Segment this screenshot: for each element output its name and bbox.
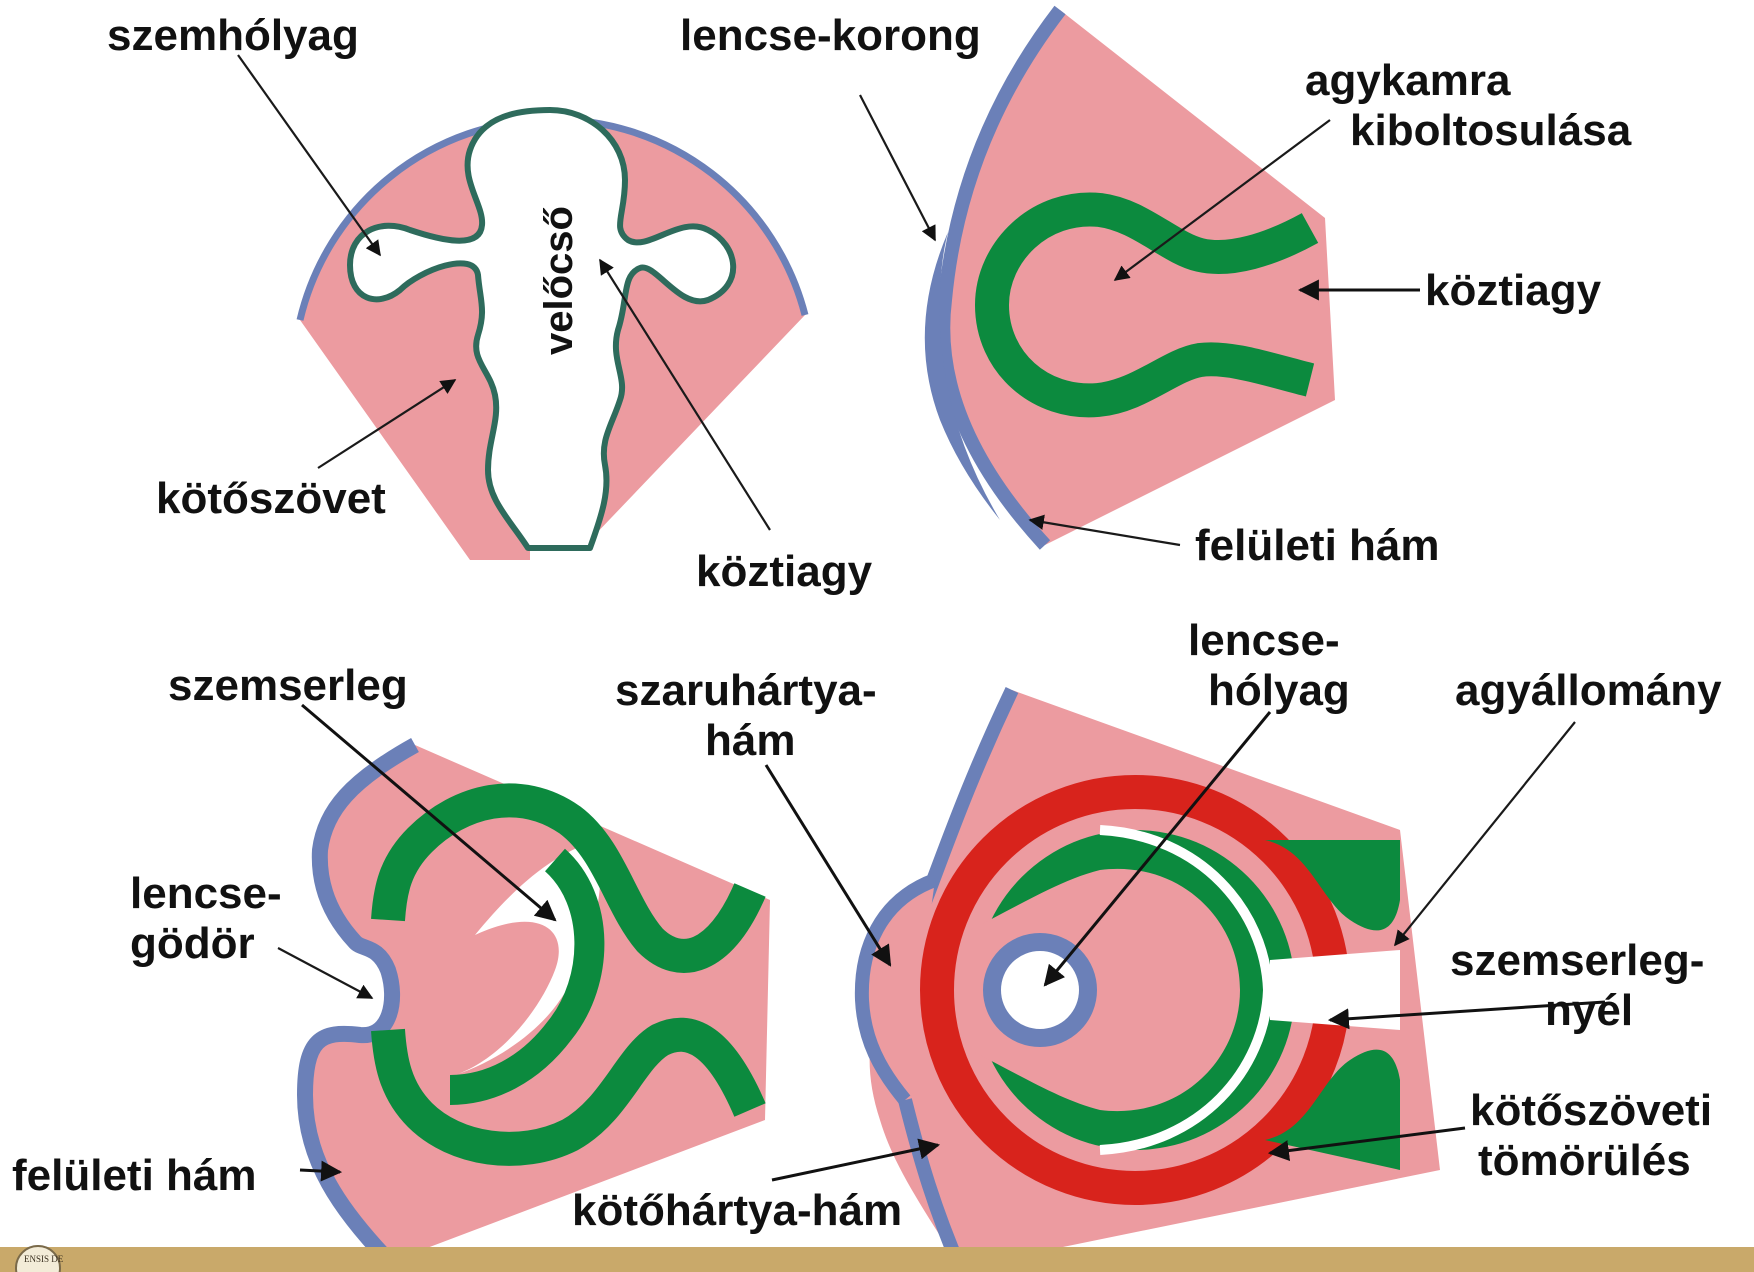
label-kotoszovet: kötőszövet <box>156 474 386 523</box>
footer-band: ENSIS DE <box>0 1246 1754 1272</box>
label-lencse-korong: lencse-korong <box>680 11 981 60</box>
label-szaruhartya-1: szaruhártya- <box>615 666 877 715</box>
label-agyallomany: agyállomány <box>1455 666 1722 715</box>
label-koztiagy-2: köztiagy <box>1425 266 1602 315</box>
panel-lens-placode <box>925 10 1335 545</box>
connective-tissue-region <box>305 745 770 1262</box>
label-szemserlegnyel-2: nyél <box>1545 986 1633 1035</box>
label-szaruhartya-2: hám <box>705 716 795 765</box>
label-szemserleg: szemserleg <box>168 661 408 710</box>
label-agykamra-2: kiboltosulása <box>1350 106 1632 155</box>
label-lencsegodor-2: gödör <box>130 919 255 968</box>
label-velocso: velőcső <box>537 206 581 355</box>
label-feluleti-ham-2: felületi hám <box>1195 521 1440 570</box>
leader-lencse-korong <box>860 95 935 240</box>
footer-bar <box>0 1247 1754 1272</box>
lens-vesicle-wall <box>992 942 1088 1038</box>
label-kotohartya: kötőhártya-hám <box>572 1186 902 1235</box>
leader-szemholyag <box>238 55 380 255</box>
leader-agyallomany <box>1395 722 1575 945</box>
label-kotoszoveti-2: tömörülés <box>1478 1136 1691 1185</box>
panel-lens-vesicle <box>862 690 1440 1268</box>
leader-feluleti-ham-3 <box>300 1170 340 1172</box>
label-feluleti-ham-3: felületi hám <box>12 1151 257 1200</box>
label-lencsegodor-1: lencse- <box>130 869 282 918</box>
seal-text: ENSIS DE <box>24 1254 64 1264</box>
label-szemholyag: szemhólyag <box>107 11 359 60</box>
label-lencseholyag-1: lencse- <box>1188 616 1340 665</box>
panel-lens-pit <box>305 745 770 1262</box>
label-szemserlegnyel-1: szemserleg- <box>1450 936 1704 985</box>
leader-lencsegodor <box>278 948 372 998</box>
label-kotoszoveti-1: kötőszöveti <box>1470 1086 1712 1135</box>
leader-szaruhartya <box>766 765 890 965</box>
label-koztiagy-1: köztiagy <box>696 547 873 596</box>
label-lencseholyag-2: hólyag <box>1208 666 1350 715</box>
label-agykamra-1: agykamra <box>1305 56 1511 105</box>
